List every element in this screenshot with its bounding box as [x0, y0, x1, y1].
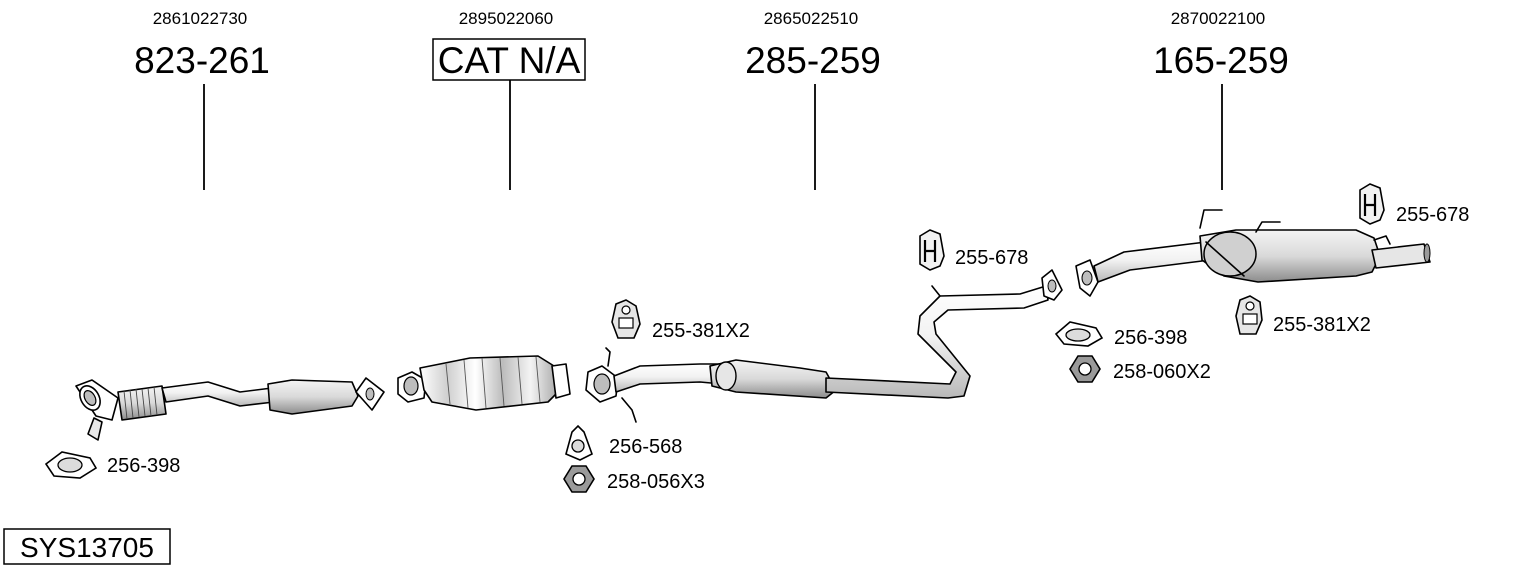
- fitting-label: 256-568: [609, 436, 682, 458]
- fitting-label: 255-381X2: [1273, 314, 1371, 336]
- fitting-label: 256-398: [107, 455, 180, 477]
- hanger-icon: [1359, 183, 1385, 225]
- gasket-icon: [44, 451, 98, 479]
- assembly-part-number: 285-259: [745, 40, 881, 81]
- rubber-mount-icon: [611, 299, 641, 339]
- fitting-255-678-center: 255-678: [919, 229, 1028, 271]
- center-pipe-drawing: [585, 269, 1063, 423]
- fitting-258-056x3: 258-056X3: [563, 465, 705, 493]
- gasket-icon: [1054, 321, 1104, 347]
- assembly-catalytic-converter: 2895022060 CAT N/A: [432, 9, 586, 190]
- assembly-center-muffler: 2865022510 285-259: [745, 9, 881, 190]
- hanger-icon: [919, 229, 945, 271]
- catalytic-converter-drawing: [397, 355, 571, 411]
- assembly-part-number: 165-259: [1153, 40, 1289, 81]
- fitting-256-398-front: 256-398: [44, 451, 180, 479]
- assembly-reference-number: 2895022060: [459, 9, 554, 28]
- assembly-reference-number: 2865022510: [764, 9, 859, 28]
- rear-muffler-drawing: [1075, 209, 1431, 297]
- fitting-label: 255-381X2: [652, 320, 750, 342]
- fitting-label: 258-056X3: [607, 471, 705, 493]
- fitting-256-568: 256-568: [565, 424, 682, 461]
- fitting-label: 255-678: [1396, 204, 1469, 226]
- fitting-label: 258-060X2: [1113, 361, 1211, 383]
- gasket-icon: [565, 424, 593, 461]
- fitting-255-678-rear: 255-678: [1359, 183, 1469, 226]
- fitting-label: 256-398: [1114, 327, 1187, 349]
- hex-nut-icon: [1069, 355, 1101, 383]
- assembly-reference-number: 2861022730: [153, 9, 248, 28]
- assembly-part-number: CAT N/A: [438, 40, 581, 81]
- assembly-rear-muffler: 2870022100 165-259: [1153, 9, 1289, 190]
- assembly-reference-number: 2870022100: [1171, 9, 1266, 28]
- fitting-label: 255-678: [955, 247, 1028, 269]
- fitting-255-381x2-rear: 255-381X2: [1235, 295, 1371, 336]
- fitting-255-381x2-center: 255-381X2: [611, 299, 750, 342]
- front-pipe-drawing: [75, 377, 385, 441]
- rubber-mount-icon: [1235, 295, 1263, 335]
- part-number-box: [432, 38, 586, 81]
- hex-nut-icon: [563, 465, 595, 493]
- assembly-front-pipe: 2861022730 823-261: [134, 9, 270, 190]
- system-code-box: SYS13705: [3, 528, 171, 565]
- fitting-258-060x2: 258-060X2: [1069, 355, 1211, 383]
- fitting-256-398-rear: 256-398: [1054, 321, 1187, 349]
- assembly-part-number: 823-261: [134, 40, 270, 81]
- system-code: SYS13705: [20, 532, 154, 563]
